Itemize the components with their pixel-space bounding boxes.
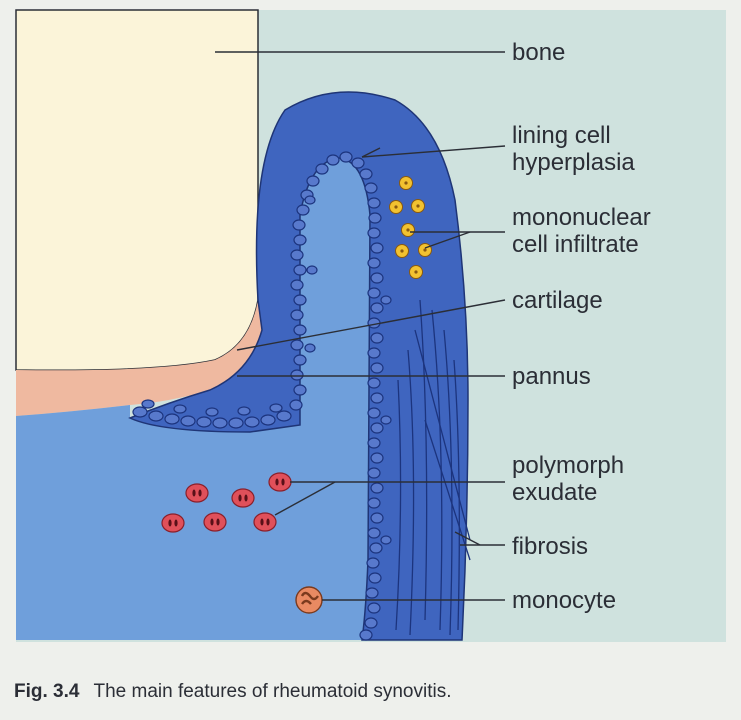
- caption-text: The main features of rheumatoid synoviti…: [93, 681, 452, 702]
- polymorph-cells: [161, 472, 292, 533]
- label-mononuclear: mononuclear: [512, 204, 651, 231]
- joint-space: [16, 158, 370, 640]
- label-lining-cell: lining cell: [512, 122, 611, 149]
- figure-number: Fig. 3.4: [14, 681, 80, 702]
- label-hyperplasia: hyperplasia: [512, 149, 635, 176]
- label-polymorph: polymorph: [512, 452, 625, 479]
- label-cartilage: cartilage: [512, 287, 603, 314]
- lining-cells: [132, 151, 392, 641]
- synovitis-diagram: bone lining cell hyperplasia mononuclear…: [15, 9, 726, 642]
- fibrosis-strands: [395, 299, 471, 636]
- bone-region: [15, 9, 259, 372]
- label-fibrosis: fibrosis: [512, 533, 589, 560]
- cartilage-region: [16, 300, 262, 416]
- label-bone: bone: [512, 39, 566, 66]
- mononuclear-cells: [389, 176, 432, 279]
- synovium-pannus: [128, 91, 469, 641]
- label-monocyte: monocyte: [512, 587, 617, 614]
- label-cell-infiltrate: cell infiltrate: [512, 231, 639, 258]
- label-pannus: pannus: [512, 363, 591, 390]
- monocyte-cell: [295, 586, 323, 614]
- leader-lines: [215, 51, 506, 601]
- figure-caption: Fig. 3.4 The main features of rheumatoid …: [14, 681, 451, 703]
- label-exudate: exudate: [512, 479, 598, 506]
